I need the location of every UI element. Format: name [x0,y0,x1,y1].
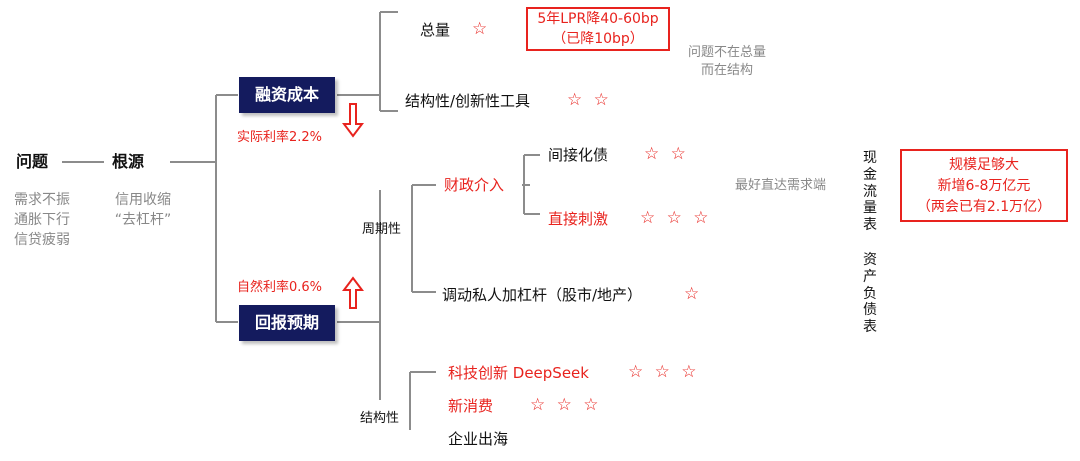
lpr-box-line: （已降10bp） [552,31,644,47]
direct-stimulus-label: 直接刺激 [548,210,609,228]
return-expectation-box: 回报预期 [239,305,335,341]
direct-stimulus-stars: ☆ ☆ ☆ [640,208,712,228]
real-rate-label: 实际利率2.2% [237,130,323,145]
root-source-label: 根源 [112,152,145,171]
scale-box-line: 新增6-8万亿元 [937,178,1031,194]
problem-desc-line: 通胀下行 [14,212,70,228]
private-leverage-label: 调动私人加杠杆（股市/地产） [442,286,643,304]
structure-note-line: 问题不在总量 [688,45,767,60]
new-consumption-stars: ☆ ☆ ☆ [530,395,602,415]
scale-box-line: 规模足够大 [949,157,1019,173]
cyclical-label: 周期性 [362,222,402,237]
structural-tools-label: 结构性/创新性工具 [405,92,531,110]
tech-innovation-label: 科技创新 DeepSeek [448,364,589,382]
source-desc-line: “去杠杆” [114,212,172,228]
structural-tools-stars: ☆ ☆ [567,90,612,110]
cashflow-statement-label: 现金流量表 [863,150,877,234]
scale-box-line: （两会已有2.1万亿） [916,199,1052,215]
source-desc: 信用收缩 “去杠杆” [108,190,178,230]
tech-innovation-stars: ☆ ☆ ☆ [628,362,700,382]
total-stars: ☆ [472,19,491,39]
lpr-box: 5年LPR降40-60bp （已降10bp） [526,7,670,51]
total-label: 总量 [420,21,451,39]
structural-label: 结构性 [360,411,400,426]
new-consumption-label: 新消费 [448,397,494,415]
natural-rate-label: 自然利率0.6% [237,280,323,295]
down-arrow-icon [342,103,364,138]
up-arrow-icon [342,276,364,309]
balance-sheet-label: 资产负债表 [863,252,877,336]
financing-cost-box: 融资成本 [239,77,335,113]
fiscal-label: 财政介入 [444,176,505,194]
problem-desc-line: 需求不振 [14,192,70,208]
root-problem-label: 问题 [16,152,49,171]
going-overseas-label: 企业出海 [448,430,509,448]
indirect-debt-label: 间接化债 [548,146,609,164]
source-desc-line: 信用收缩 [115,192,171,208]
problem-desc: 需求不振 通胀下行 信贷疲弱 [14,190,70,250]
demand-note: 最好直达需求端 [735,178,827,193]
structure-note-line: 而在结构 [701,63,754,78]
indirect-debt-stars: ☆ ☆ [644,144,689,164]
lpr-box-line: 5年LPR降40-60bp [537,11,659,27]
private-leverage-stars: ☆ [684,284,703,304]
structure-note: 问题不在总量 而在结构 [688,44,766,80]
scale-box: 规模足够大 新增6-8万亿元 （两会已有2.1万亿） [900,149,1068,222]
problem-desc-line: 信贷疲弱 [14,232,70,248]
